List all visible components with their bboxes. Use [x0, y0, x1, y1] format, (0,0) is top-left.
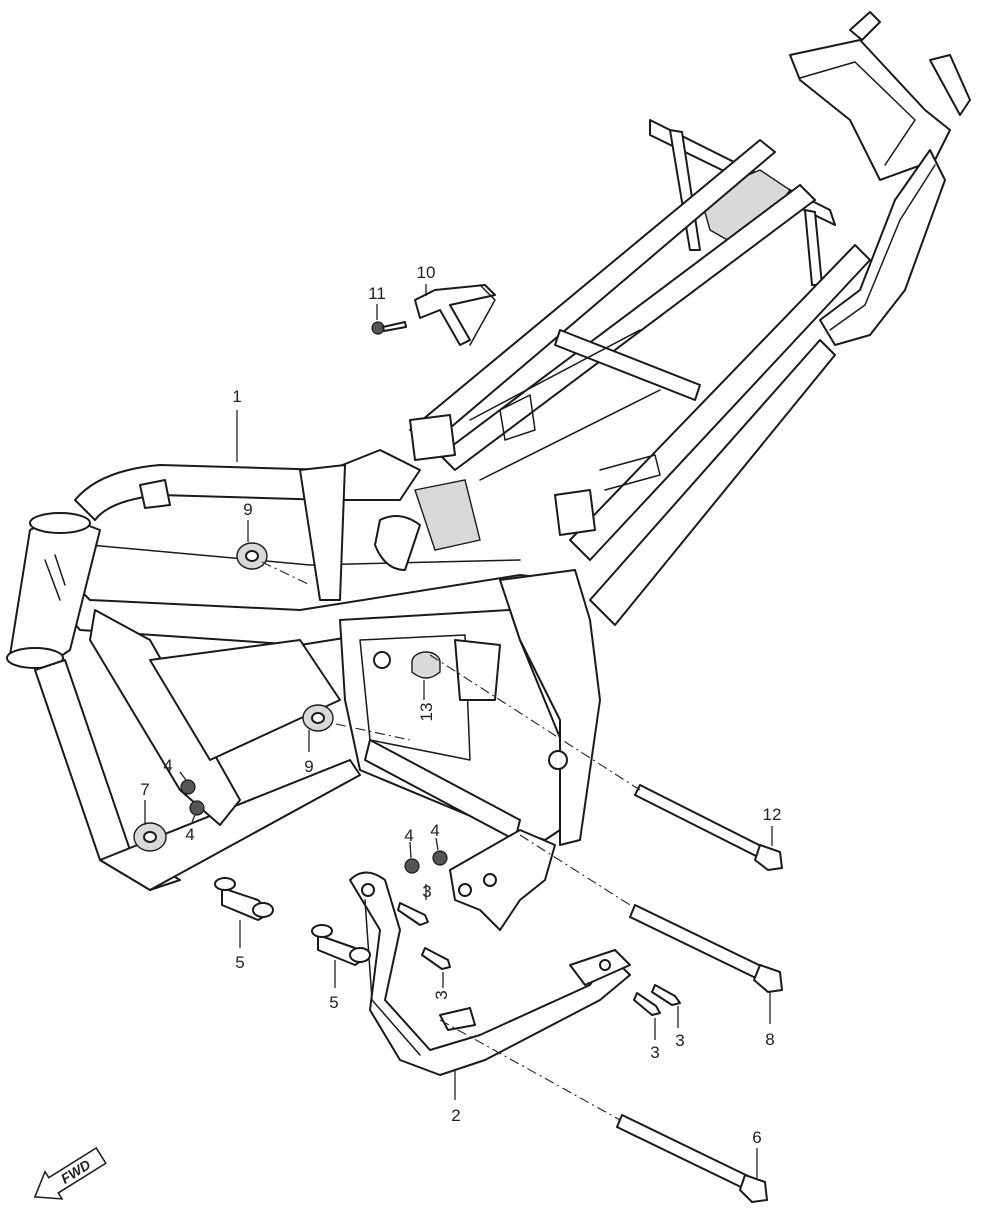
main-frame: [6, 11, 971, 931]
nut-4a: [180, 779, 196, 795]
bracket-10: [414, 284, 496, 346]
nut-4c: [404, 858, 420, 874]
callout-3b: 3: [432, 990, 451, 999]
callout-4a: 4: [163, 756, 172, 775]
bolt-3c: [633, 992, 661, 1016]
bolt-8: [629, 904, 783, 993]
leader-4c: [409, 841, 412, 859]
callout-4c: 4: [404, 826, 413, 845]
callout-3d: 3: [675, 1031, 684, 1050]
leader-4a: [179, 771, 187, 781]
forward-arrow: FWD: [33, 1146, 107, 1200]
collar-right: [311, 924, 371, 966]
leader-4b: [191, 814, 196, 823]
callout-9a: 9: [243, 500, 252, 519]
callout-6: 6: [752, 1128, 761, 1147]
centerline-8: [519, 834, 631, 906]
lower-cradle: [349, 871, 631, 1076]
callout-3a: 3: [422, 882, 431, 901]
bolt-6: [616, 1114, 768, 1203]
nut-upper: [236, 542, 268, 570]
callout-4b: 4: [185, 825, 194, 844]
callout-7: 7: [140, 780, 149, 799]
nut-lower: [302, 704, 334, 732]
callout-11: 11: [368, 284, 386, 303]
bolt-3a: [397, 902, 429, 926]
collar-13: [411, 651, 441, 679]
bolt-12: [634, 784, 783, 871]
centerline-9: [261, 561, 311, 586]
centerline-6: [439, 1019, 621, 1121]
nut-4d: [432, 850, 448, 866]
callout-12: 12: [763, 805, 782, 824]
callout-4d: 4: [430, 821, 439, 840]
callout-10: 10: [417, 263, 436, 282]
leader-4d: [435, 837, 439, 851]
centerline-12: [429, 654, 641, 791]
nut-4b: [189, 800, 205, 816]
collar-left: [214, 877, 274, 921]
callout-9b: 9: [304, 757, 313, 776]
nut-7: [133, 822, 167, 852]
callout-13: 13: [417, 703, 436, 722]
callout-8: 8: [765, 1030, 774, 1049]
callout-5b: 5: [329, 993, 338, 1012]
callout-1: 1: [232, 387, 241, 406]
centerline-13: [335, 723, 411, 741]
callout-5a: 5: [235, 953, 244, 972]
bolt-3d: [651, 984, 681, 1006]
bolt-3b: [421, 947, 451, 970]
callout-2: 2: [451, 1106, 460, 1125]
bolt-11: [371, 321, 407, 335]
callout-3c: 3: [650, 1043, 659, 1062]
